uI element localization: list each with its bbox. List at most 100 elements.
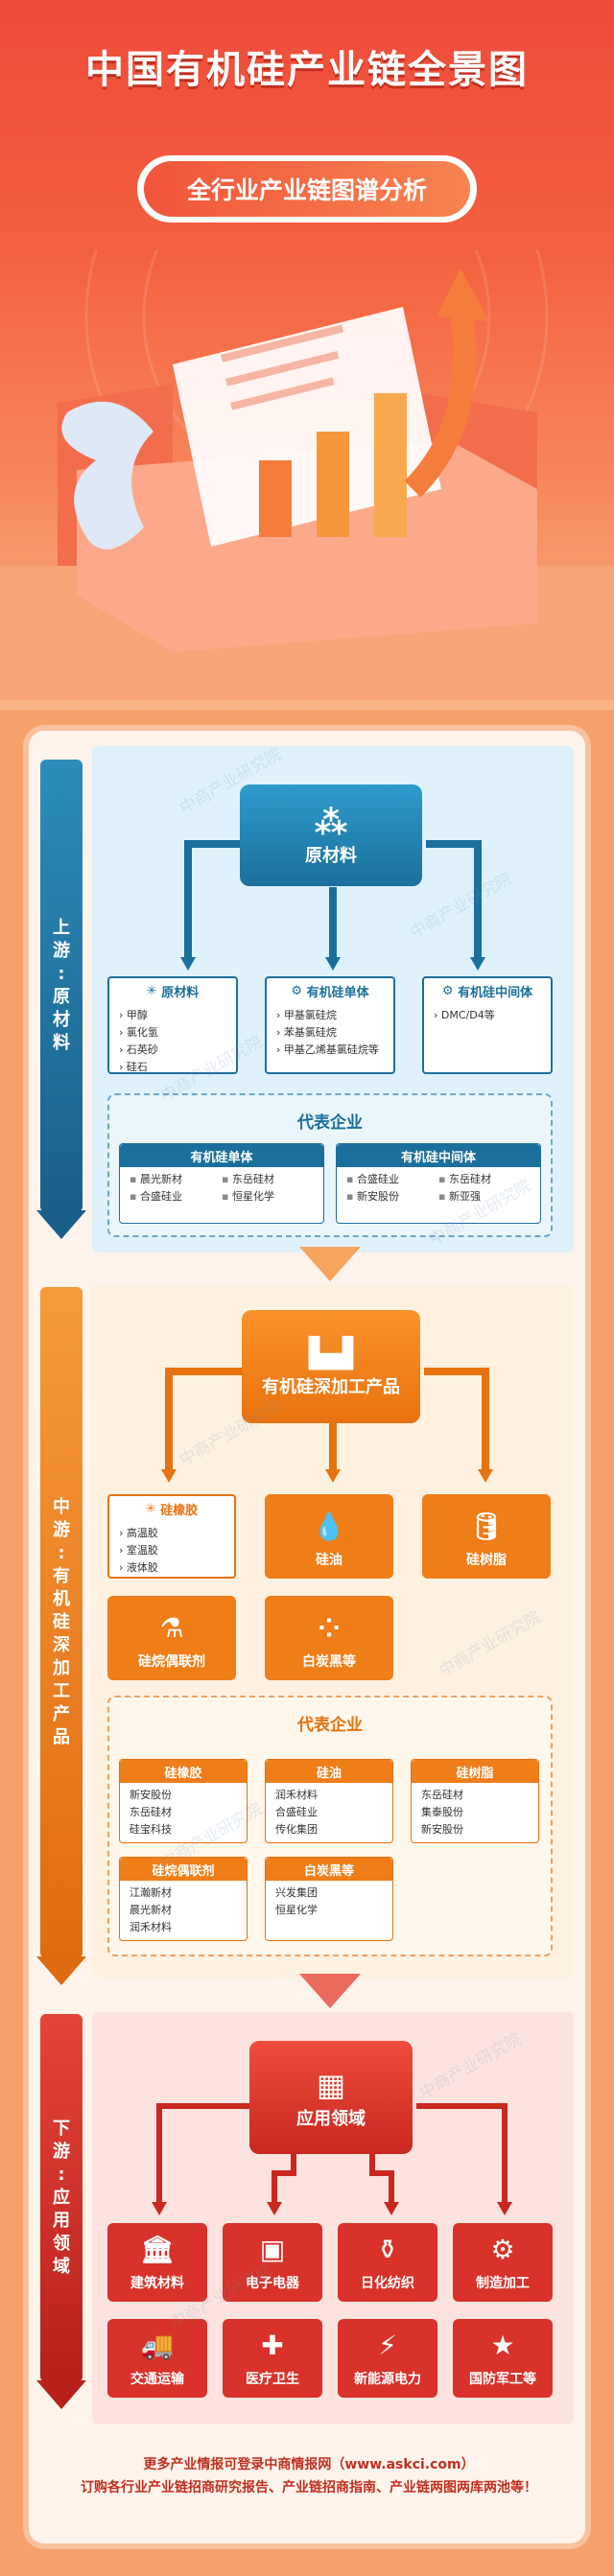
upstream-side-char: 上 bbox=[53, 918, 70, 938]
app-tile-electronics: ▣ 电子电器 bbox=[223, 2223, 322, 2302]
midstream-rep-title: 代表企业 bbox=[297, 1716, 363, 1735]
app-tile-manufacturing: ⚙ 制造加工 bbox=[453, 2223, 553, 2302]
app-tile-construction: 🏛 建筑材料 bbox=[107, 2223, 207, 2302]
cosmetics-icon: ⚱ bbox=[376, 2234, 399, 2265]
company-name: 新亚强 bbox=[438, 1188, 531, 1206]
factory-icon: ▙▟ bbox=[308, 1337, 354, 1370]
midstream-tile-coupling: ⚗ 硅烷偶联剂 bbox=[107, 1596, 236, 1680]
company-name: 东岳硅材 bbox=[438, 1171, 531, 1188]
tile-label: 新能源电力 bbox=[354, 2372, 421, 2387]
upstream-card-title: ⚙ 有机硅中间体 bbox=[441, 983, 533, 1000]
molecule-icon: ⁂ bbox=[314, 804, 348, 842]
tile-label: 日化纺织 bbox=[361, 2276, 414, 2291]
machine-icon: ⚙ bbox=[490, 2234, 515, 2265]
midstream-card-rubber: ✳ 硅橡胶 高温胶 室温胶 液体胶 bbox=[107, 1494, 236, 1579]
stage-arrow-1 bbox=[299, 1247, 361, 1281]
tile-label: 硅烷偶联剂 bbox=[138, 1654, 205, 1670]
midstream-card-list: 高温胶 室温胶 液体胶 bbox=[109, 1521, 234, 1577]
tile-label: 制造加工 bbox=[476, 2276, 530, 2291]
rep-group-list: 新安股份 东岳硅材 硅宝科技 bbox=[120, 1783, 247, 1842]
midstream-side-char: 工 bbox=[53, 1681, 70, 1701]
gear-icon: ⚙ bbox=[291, 983, 307, 998]
rep-group-title: 有机硅中间体 bbox=[337, 1144, 540, 1167]
list-item: 室温胶 bbox=[119, 1542, 224, 1559]
grid-app-icon: ▦ bbox=[316, 2067, 346, 2103]
upstream-card-monomer: ⚙ 有机硅单体 甲基氯硅烷 苯基氯硅烷 甲基乙烯基氯硅烷等 bbox=[265, 976, 395, 1074]
list-item: 硅石 bbox=[119, 1059, 226, 1072]
upstream-side-char: 材 bbox=[53, 1010, 70, 1030]
upstream-card-intermediate: ⚙ 有机硅中间体 DMC/D4等 bbox=[422, 976, 553, 1074]
company-name: 新安股份 bbox=[346, 1188, 438, 1206]
building-icon: 🏛 bbox=[140, 2234, 175, 2265]
truck-icon: 🚚 bbox=[140, 2330, 175, 2361]
stage-arrow-2 bbox=[299, 1974, 361, 2008]
downstream-side-char: 应 bbox=[53, 2188, 70, 2208]
hero-illustration bbox=[0, 249, 614, 700]
midstream-rep-group: 硅树脂 东岳硅材 集泰股份 新安股份 bbox=[411, 1759, 539, 1843]
list-item: 苯基氯硅烷 bbox=[276, 1024, 384, 1042]
gear-icon: ⚙ bbox=[441, 983, 459, 998]
list-item: 甲基乙烯基氯硅烷等 bbox=[276, 1042, 384, 1059]
tile-label: 建筑材料 bbox=[130, 2276, 184, 2291]
company-name: 集泰股份 bbox=[421, 1806, 463, 1818]
upstream-card-title: ⚙ 有机硅单体 bbox=[291, 983, 369, 1000]
company-name: 晨光新材 bbox=[130, 1904, 172, 1916]
rep-group-title: 硅树脂 bbox=[412, 1760, 538, 1783]
page-subtitle: 全行业产业链图谱分析 bbox=[144, 161, 470, 217]
rep-group-title: 硅油 bbox=[266, 1760, 392, 1783]
app-tile-defense: ★ 国防军工等 bbox=[453, 2319, 553, 2398]
footer-line-2: 订购各行业产业链招商研究报告、产业链招商指南、产业链两图两库两池等！ bbox=[81, 2480, 537, 2495]
company-name: 恒星化学 bbox=[222, 1188, 314, 1206]
rep-group-list: 江瀚新材 晨光新材 润禾材料 bbox=[120, 1881, 247, 1940]
rep-group-title: 硅橡胶 bbox=[120, 1760, 247, 1783]
app-tile-textile: ⚱ 日化纺织 bbox=[338, 2223, 437, 2302]
upstream-hub: ⁂ 原材料 bbox=[240, 785, 422, 886]
page-title: 中国有机硅产业链全景图 bbox=[85, 48, 529, 92]
upstream-side-char: : bbox=[58, 964, 65, 984]
list-item: 液体胶 bbox=[119, 1559, 224, 1577]
company-name: 合盛硅业 bbox=[275, 1806, 318, 1818]
tile-label: 白炭黑等 bbox=[302, 1654, 356, 1670]
company-name: 东岳硅材 bbox=[222, 1171, 314, 1188]
midstream-side-char: 品 bbox=[53, 1727, 70, 1747]
hospital-icon: ✚ bbox=[261, 2330, 284, 2361]
rep-group-title: 白炭黑等 bbox=[266, 1858, 392, 1881]
midstream-side-char: 加 bbox=[53, 1658, 70, 1678]
upstream-card-title: ✳ 原材料 bbox=[146, 983, 200, 1000]
tile-label: 硅油 bbox=[316, 1553, 342, 1568]
upstream-card-list: 甲醇 氯化氢 石英砂 硅石 bbox=[109, 1003, 236, 1072]
list-item: 氯化氢 bbox=[119, 1024, 226, 1042]
sparkle-icon: ✳ bbox=[146, 983, 162, 998]
star-badge-icon: ★ bbox=[490, 2330, 515, 2361]
company-name: 新安股份 bbox=[130, 1789, 172, 1801]
downstream-sidebar: 下 游 : 应 用 领 域 bbox=[40, 2014, 83, 2382]
midstream-rep-group: 硅烷偶联剂 江瀚新材 晨光新材 润禾材料 bbox=[119, 1857, 248, 1941]
downstream-side-char: : bbox=[58, 2165, 65, 2185]
barrel-icon: 🛢 bbox=[469, 1510, 504, 1542]
company-name: 江瀚新材 bbox=[130, 1886, 172, 1899]
company-name: 合盛硅业 bbox=[346, 1171, 438, 1188]
flask-icon: ⚗ bbox=[159, 1612, 184, 1644]
upstream-card-list: DMC/D4等 bbox=[424, 1003, 551, 1028]
footer-line-1: 更多产业情报可登录中商情报网（www.askci.com） bbox=[143, 2457, 475, 2472]
midstream-hub: ▙▟ 有机硅深加工产品 bbox=[242, 1310, 420, 1423]
company-name: 恒星化学 bbox=[275, 1904, 318, 1916]
upstream-card-list: 甲基氯硅烷 苯基氯硅烷 甲基乙烯基氯硅烷等 bbox=[267, 1003, 393, 1063]
midstream-card-title: ✳ 硅橡胶 bbox=[145, 1501, 199, 1518]
rep-group-grid: 合盛硅业 东岳硅材 新安股份 新亚强 bbox=[337, 1167, 540, 1209]
midstream-side-char: 产 bbox=[53, 1704, 70, 1724]
list-item: DMC/D4等 bbox=[434, 1007, 541, 1024]
dots-icon: ⁘ bbox=[318, 1612, 341, 1644]
downstream-hub: ▦ 应用领域 bbox=[249, 2041, 413, 2154]
upstream-card-raw: ✳ 原材料 甲醇 氯化氢 石英砂 硅石 bbox=[107, 976, 238, 1074]
downstream-hub-label: 应用领域 bbox=[296, 2109, 366, 2129]
list-item: 石英砂 bbox=[119, 1042, 226, 1059]
upstream-sidebar: 上 游 : 原 材 料 bbox=[40, 760, 83, 1212]
midstream-hub-label: 有机硅深加工产品 bbox=[262, 1377, 400, 1397]
downstream-side-char: 用 bbox=[53, 2211, 70, 2231]
upstream-hub-label: 原材料 bbox=[305, 846, 357, 866]
company-name: 硅宝科技 bbox=[130, 1823, 172, 1836]
rep-group-list: 润禾材料 合盛硅业 传化集团 bbox=[266, 1783, 392, 1842]
hero-banner: 中国有机硅产业链全景图 全行业产业链图谱分析 bbox=[0, 0, 614, 710]
midstream-side-char: 游 bbox=[53, 1520, 70, 1540]
